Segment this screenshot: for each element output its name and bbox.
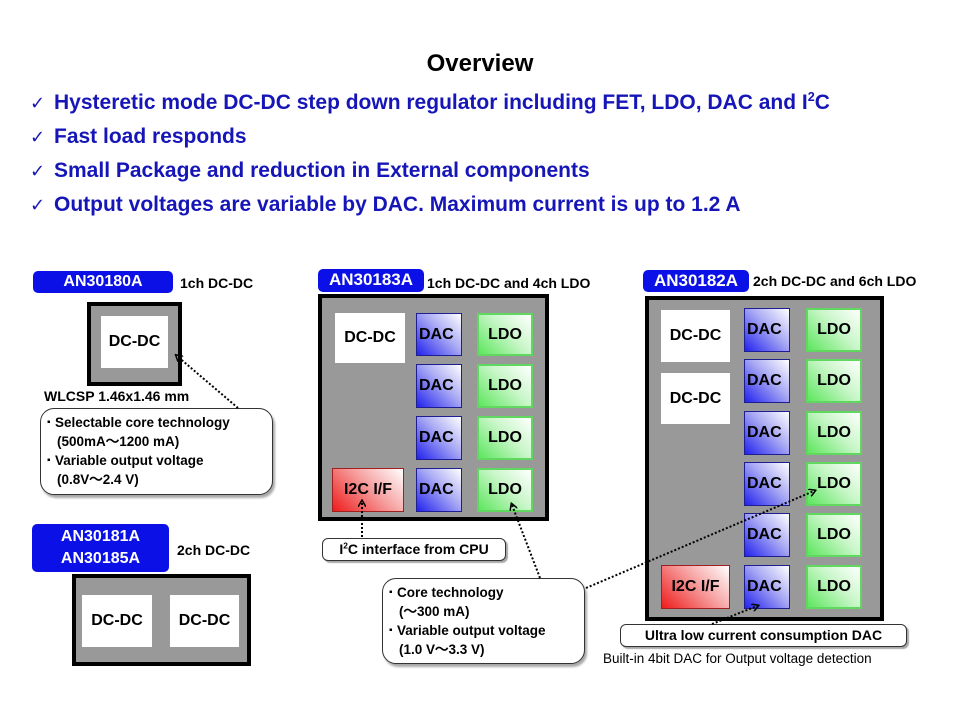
device-desc-an30183a: 1ch DC-DC and 4ch LDO [427, 275, 591, 291]
check-icon: ✓ [30, 195, 46, 215]
callout-line: ▪ Variable output voltage [47, 451, 266, 470]
callout-line: ▪ Variable output voltage [389, 621, 578, 640]
ldo-block: LDO [806, 462, 862, 506]
ldo-block: LDO [806, 411, 862, 455]
callout-an30180a: ▪ Selectable core technology (500mA～1200 … [40, 408, 273, 495]
dac-block: DAC [416, 364, 462, 408]
dac-block: DAC [416, 416, 462, 460]
package-an30181a: DC-DC DC-DC [72, 574, 251, 666]
callout-text: Variable output voltage [55, 453, 204, 468]
dac-block: DAC [744, 359, 790, 403]
package-size-label: WLCSP 1.46x1.46 mm [44, 388, 190, 404]
i2c-interface-block: I2C I/F [661, 565, 730, 609]
dcdc-block: DC-DC [82, 595, 152, 647]
ldo-block: LDO [477, 313, 533, 356]
callout-text: Core technology [397, 585, 504, 600]
ldo-block: LDO [477, 364, 533, 408]
check-icon: ✓ [30, 93, 46, 113]
tag-text: I [339, 541, 344, 557]
feature-text: Hysteretic mode DC-DC step down regulato… [54, 91, 808, 114]
package-an30183a: DC-DC DAC DAC DAC DAC LDO LDO LDO LDO I2… [318, 294, 549, 521]
package-an30180a: DC-DC [87, 302, 182, 386]
feature-item: ✓ Small Package and reduction in External… [30, 157, 830, 191]
check-icon: ✓ [30, 127, 46, 147]
callout-text: Variable output voltage [397, 623, 546, 638]
feature-item: ✓ Fast load responds [30, 123, 830, 157]
dac-feature-note: Built-in 4bit DAC for Output voltage det… [603, 651, 872, 666]
dcdc-block: DC-DC [335, 313, 405, 363]
dcdc-block: DC-DC [170, 595, 239, 647]
part-chip-an30180a: AN30180A [33, 271, 173, 293]
device-desc-an30180a: 1ch DC-DC [180, 275, 254, 291]
feature-text: Output voltages are variable by DAC. Max… [54, 193, 741, 216]
feature-item: ✓ Hysteretic mode DC-DC step down regulat… [30, 89, 830, 123]
part-number: AN30181A [60, 528, 141, 545]
part-number: AN30185A [60, 550, 141, 567]
tag-text: C interface from CPU [347, 541, 489, 557]
device-desc-an30182a: 2ch DC-DC and 6ch LDO [753, 273, 917, 289]
dac-block: DAC [744, 513, 790, 557]
dac-block: DAC [744, 308, 790, 352]
bullet-icon: ▪ [389, 587, 393, 598]
package-an30182a: DC-DC DC-DC DAC DAC DAC DAC DAC DAC LDO … [645, 296, 884, 621]
feature-item: ✓ Output voltages are variable by DAC. Ma… [30, 191, 830, 225]
part-chip-an30182a: AN30182A [643, 270, 749, 292]
bullet-icon: ▪ [47, 417, 51, 428]
check-icon: ✓ [30, 161, 46, 181]
dac-block: DAC [744, 462, 790, 506]
callout-line: ▪ Core technology [389, 583, 578, 602]
ldo-block: LDO [806, 513, 862, 557]
dac-feature-tag: Ultra low current consumption DAC [620, 624, 907, 647]
bullet-icon: ▪ [389, 625, 393, 636]
superscript: 2 [807, 90, 815, 104]
dac-block: DAC [416, 468, 462, 512]
callout-line: (1.0 V～3.3 V) [399, 642, 485, 657]
dac-block: DAC [744, 411, 790, 455]
callout-line: (～300 mA) [399, 604, 470, 619]
callout-line: ▪ Selectable core technology [47, 413, 266, 432]
callout-text: Selectable core technology [55, 415, 230, 430]
dcdc-block: DC-DC [661, 373, 730, 424]
ldo-block: LDO [806, 308, 862, 352]
dcdc-block: DC-DC [101, 316, 168, 368]
ldo-block: LDO [477, 468, 533, 512]
callout-line: (0.8V～2.4 V) [57, 472, 139, 487]
feature-list: ✓ Hysteretic mode DC-DC step down regulat… [30, 89, 830, 225]
ldo-block: LDO [477, 416, 533, 460]
feature-text: Fast load responds [54, 125, 247, 148]
i2c-interface-block: I2C I/F [332, 468, 404, 512]
feature-text: Small Package and reduction in External … [54, 159, 590, 182]
callout-line: (500mA～1200 mA) [57, 434, 180, 449]
dac-block: DAC [416, 313, 462, 356]
device-desc-an30181a: 2ch DC-DC [177, 542, 251, 558]
i2c-interface-tag: I2C interface from CPU [322, 538, 506, 561]
bullet-icon: ▪ [47, 455, 51, 466]
ldo-block: LDO [806, 359, 862, 403]
superscript: 2 [343, 540, 348, 551]
page-title: Overview [426, 50, 534, 77]
dac-block: DAC [744, 565, 790, 609]
part-chip-an30181a: AN30181A AN30185A [32, 524, 169, 572]
ldo-block: LDO [806, 565, 862, 609]
callout-an30183a: ▪ Core technology (～300 mA) ▪ Variable out… [382, 578, 585, 664]
part-chip-an30183a: AN30183A [318, 269, 424, 292]
dcdc-block: DC-DC [661, 310, 730, 362]
feature-text-suffix: C [814, 91, 830, 114]
